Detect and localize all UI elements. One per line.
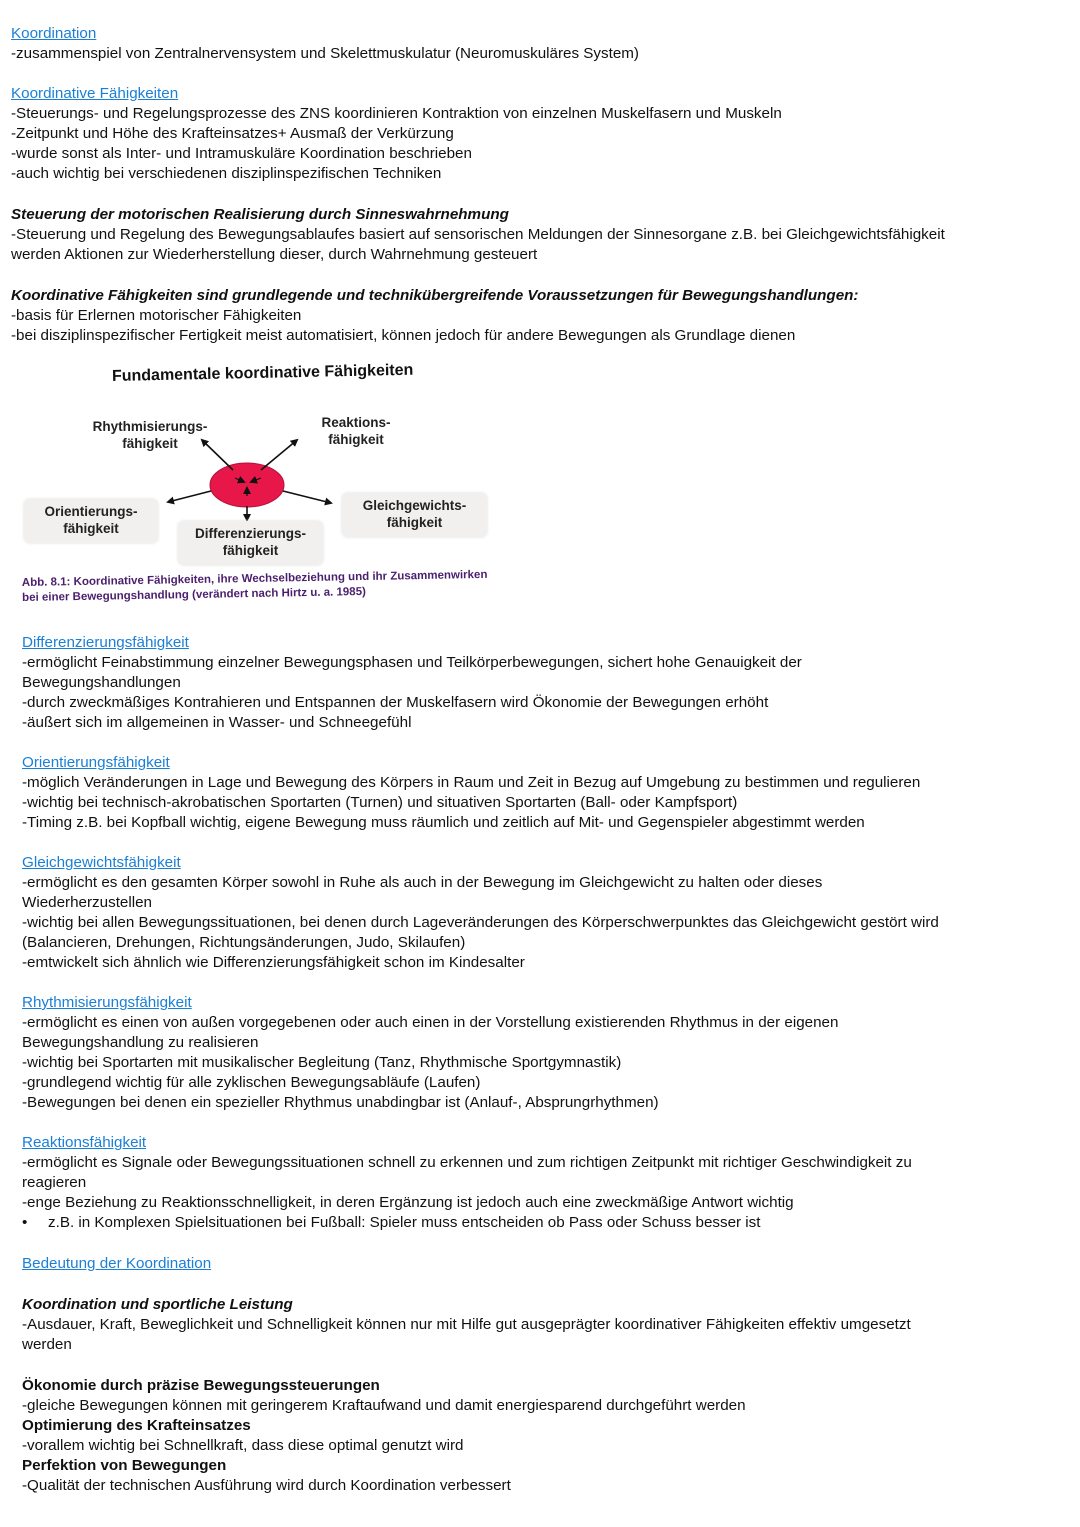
figure-koordinative-faehigkeiten: Fundamentale koordinative Fähigkeiten Rh… <box>18 360 498 630</box>
bullet-item: • z.B. in Komplexen Spielsituationen bei … <box>22 1213 1072 1233</box>
text-line: -äußert sich im allgemeinen in Wasser- u… <box>22 714 412 731</box>
text-line: -auch wichtig bei verschiedenen diszipli… <box>11 165 442 182</box>
text-line: -emtwickelt sich ähnlich wie Differenzie… <box>22 954 525 971</box>
text-line: -wichtig bei Sportarten mit musikalische… <box>22 1054 622 1071</box>
text-line: werden Aktionen zur Wiederherstellung di… <box>11 246 538 263</box>
arrow-to-gleichgewicht <box>282 490 333 506</box>
text-line: -Ausdauer, Kraft, Beweglichkeit und Schn… <box>22 1316 911 1333</box>
heading-grundlegend: Koordinative Fähigkeiten sind grundlegen… <box>11 287 859 304</box>
node-label: fähigkeit <box>63 521 119 536</box>
heading-koordination[interactable]: Koordination <box>11 25 97 42</box>
inner-arrow <box>234 475 246 484</box>
node-label: Gleichgewichts- <box>362 498 467 513</box>
text-line: -Steuerungs- und Regelungsprozesse des Z… <box>11 105 782 122</box>
text-line: -basis für Erlernen motorischer Fähigkei… <box>11 307 302 324</box>
heading-leistung: Koordination und sportliche Leistung <box>22 1296 293 1313</box>
heading-bedeutung[interactable]: Bedeutung der Koordination <box>22 1255 212 1272</box>
text-line: -Bewegungen bei denen ein spezieller Rhy… <box>22 1094 659 1111</box>
bullet-symbol: • <box>22 1214 28 1231</box>
figure-diagram <box>166 438 333 522</box>
heading-oekonomie: Ökonomie durch präzise Bewegungssteuerun… <box>22 1377 380 1394</box>
section-rhythmisierung: Rhythmisierungsfähigkeit -ermöglicht es … <box>22 993 1072 1113</box>
text-line: -vorallem wichtig bei Schnellkraft, dass… <box>22 1437 464 1454</box>
text-line: -durch zweckmäßiges Kontrahieren und Ent… <box>22 694 769 711</box>
arrow-to-orientierung <box>166 490 212 505</box>
text-line: -enge Beziehung zu Reaktionsschnelligkei… <box>22 1194 794 1211</box>
heading-optimierung: Optimierung des Krafteinsatzes <box>22 1417 251 1434</box>
text-line: -ermöglicht es Signale oder Bewegungssit… <box>22 1154 912 1171</box>
node-label: fähigkeit <box>122 436 178 451</box>
heading-orientierung[interactable]: Orientierungsfähigkeit <box>22 754 170 771</box>
text-line: -Qualität der technischen Ausführung wir… <box>22 1477 511 1494</box>
node-orientierung: Orientierungs- fähigkeit <box>24 499 158 543</box>
text-line: -ermöglicht es den gesamten Körper sowoh… <box>22 874 823 891</box>
text-line: Bewegungshandlungen <box>22 674 181 691</box>
heading-differenzierung[interactable]: Differenzierungsfähigkeit <box>22 634 189 651</box>
text-line: -gleiche Bewegungen können mit geringere… <box>22 1397 746 1414</box>
node-gleichgewicht: Gleichgewichts- fähigkeit <box>342 493 487 537</box>
node-label: Rhythmisierungs- <box>92 419 208 434</box>
node-label: Differenzierungs- <box>194 526 306 541</box>
text-line: -bei disziplinspezifischer Fertigkeit me… <box>11 327 796 344</box>
text-line: -Zeitpunkt und Höhe des Krafteinsatzes+ … <box>11 125 454 142</box>
center-ellipse <box>209 462 285 508</box>
arrow-to-reaktion <box>260 438 299 471</box>
text-line: -Timing z.B. bei Kopfball wichtig, eigen… <box>22 814 865 831</box>
node-label: Orientierungs- <box>44 504 138 519</box>
section-differenzierung: Differenzierungsfähigkeit -ermöglicht Fe… <box>22 633 1072 733</box>
heading-perfektion: Perfektion von Bewegungen <box>22 1457 227 1474</box>
text-line: werden <box>22 1336 72 1353</box>
arrow-to-rhythmus <box>200 438 234 471</box>
section-gleichgewicht: Gleichgewichtsfähigkeit -ermöglicht es d… <box>22 853 1072 973</box>
text-line: (Balancieren, Drehungen, Richtungsänderu… <box>22 934 466 951</box>
text-line: Bewegungshandlung zu realisieren <box>22 1034 259 1051</box>
section-grundlegend: Koordinative Fähigkeiten sind grundlegen… <box>11 286 1061 346</box>
text-line: -ermöglicht es einen von außen vorgegebe… <box>22 1014 839 1031</box>
text-line: -wichtig bei allen Bewegungssituationen,… <box>22 914 939 931</box>
section-oekonomie: Ökonomie durch präzise Bewegungssteuerun… <box>22 1376 1072 1496</box>
node-label: fähigkeit <box>222 543 279 558</box>
text-line: -Steuerung und Regelung des Bewegungsabl… <box>11 226 945 243</box>
heading-gleichgewicht[interactable]: Gleichgewichtsfähigkeit <box>22 854 181 871</box>
node-label: Reaktions- <box>321 415 391 430</box>
section-bedeutung: Bedeutung der Koordination <box>22 1254 1072 1274</box>
section-reaktion: Reaktionsfähigkeit -ermöglicht es Signal… <box>22 1133 1072 1233</box>
node-rhythmisierung: Rhythmisierungs- fähigkeit <box>90 418 210 452</box>
heading-reaktion[interactable]: Reaktionsfähigkeit <box>22 1134 147 1151</box>
section-leistung: Koordination und sportliche Leistung -Au… <box>22 1295 1072 1355</box>
section-orientierung: Orientierungsfähigkeit -möglich Veränder… <box>22 753 1072 833</box>
bullet-text: z.B. in Komplexen Spielsituationen bei F… <box>48 1214 761 1231</box>
section-steuerung: Steuerung der motorischen Realisierung d… <box>11 205 1061 265</box>
text-line: -ermöglicht Feinabstimmung einzelner Bew… <box>22 654 802 671</box>
text-line: -grundlegend wichtig für alle zyklischen… <box>22 1074 481 1091</box>
node-label: fähigkeit <box>386 515 443 530</box>
heading-koordinative-faehigkeiten[interactable]: Koordinative Fähigkeiten <box>11 85 179 102</box>
text-line: -zusammenspiel von Zentralnervensystem u… <box>11 45 639 62</box>
node-label: fähigkeit <box>328 432 384 447</box>
text-line: -wurde sonst als Inter- und Intramuskulä… <box>11 145 472 162</box>
text-line: -möglich Veränderungen in Lage und Beweg… <box>22 774 921 791</box>
node-differenzierung: Differenzierungs- fähigkeit <box>178 521 323 565</box>
text-line: Wiederherzustellen <box>22 894 152 911</box>
section-koordination: Koordination -zusammenspiel von Zentraln… <box>11 24 1061 64</box>
heading-steuerung: Steuerung der motorischen Realisierung d… <box>11 206 509 223</box>
inner-arrow <box>249 476 262 484</box>
section-koordinative-faehigkeiten: Koordinative Fähigkeiten -Steuerungs- un… <box>11 84 1061 184</box>
heading-rhythmisierung[interactable]: Rhythmisierungsfähigkeit <box>22 994 192 1011</box>
text-line: -wichtig bei technisch-akrobatischen Spo… <box>22 794 738 811</box>
node-reaktion: Reaktions- fähigkeit <box>301 414 411 448</box>
text-line: reagieren <box>22 1174 87 1191</box>
